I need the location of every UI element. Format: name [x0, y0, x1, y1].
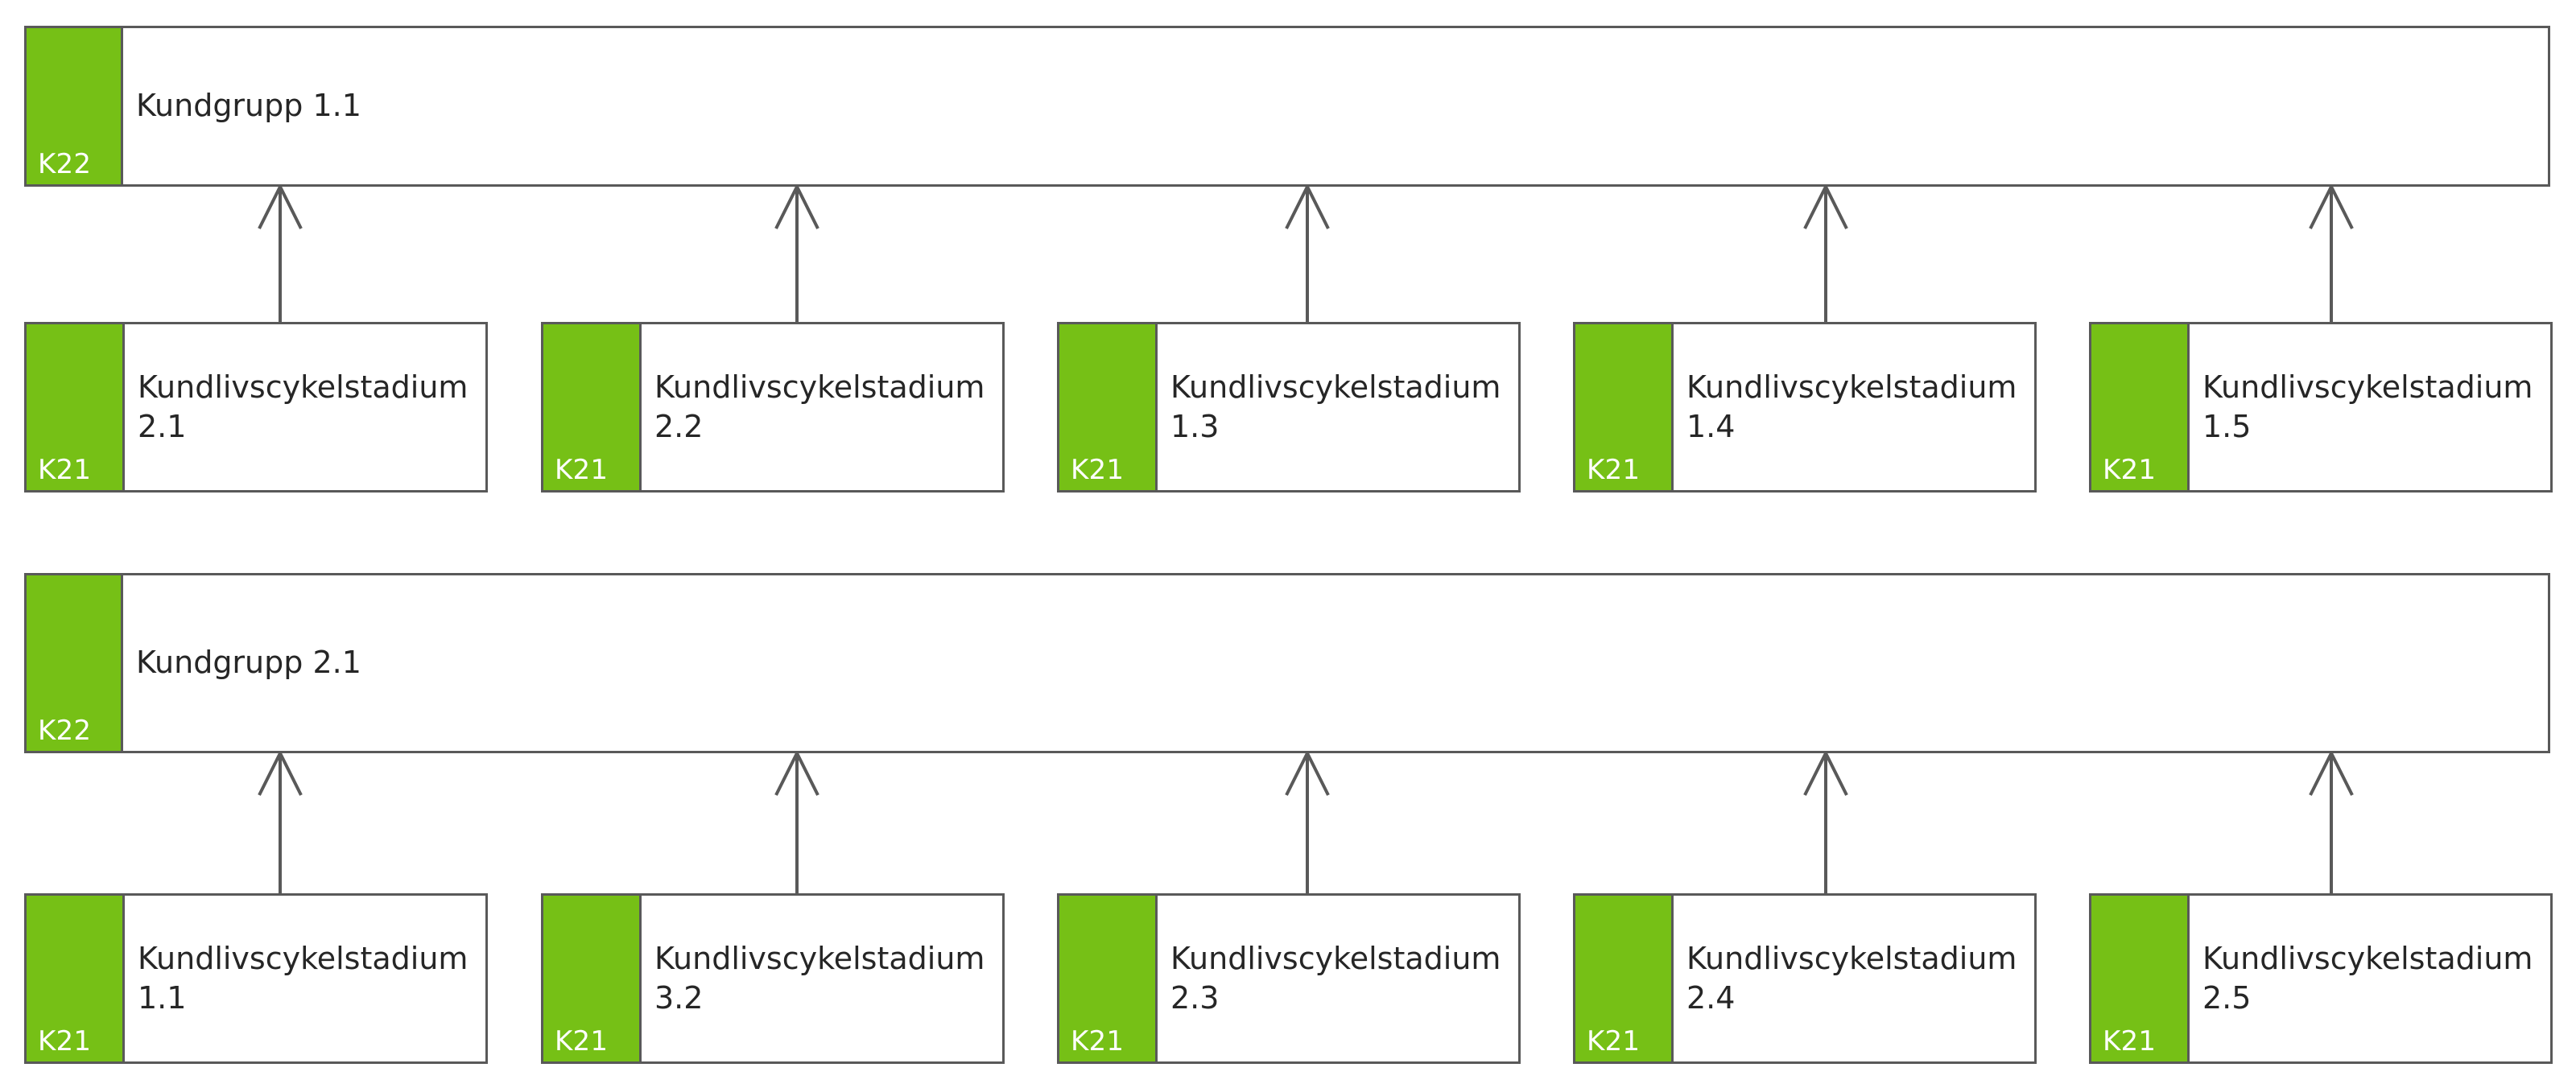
node-type-badge-label: K21: [38, 454, 92, 487]
node-type-badge-label: K21: [555, 1025, 609, 1058]
node-type-badge: K21: [27, 896, 125, 1061]
node-title: Kundlivscykelstadium 2.5: [2202, 940, 2533, 1016]
stage-node[interactable]: K21 Kundlivscykelstadium 2.1: [24, 322, 488, 493]
node-body: Kundlivscykelstadium 1.1: [125, 896, 485, 1061]
node-title: Kundlivscykelstadium 1.4: [1686, 369, 2017, 444]
node-type-badge: K22: [27, 28, 123, 184]
stage-node[interactable]: K21 Kundlivscykelstadium 1.3: [1057, 322, 1521, 493]
node-type-badge-label: K21: [1587, 454, 1641, 487]
aggregation-arrow: [2309, 749, 2354, 893]
node-body: Kundlivscykelstadium 1.5: [2190, 324, 2550, 490]
node-type-badge-label: K21: [1071, 454, 1125, 487]
node-type-badge: K21: [1059, 324, 1158, 490]
node-title: Kundlivscykelstadium 1.3: [1170, 369, 1501, 444]
aggregation-arrow: [258, 183, 303, 322]
node-body: Kundlivscykelstadium 3.2: [642, 896, 1002, 1061]
node-type-badge-label: K21: [38, 1025, 92, 1058]
node-body: Kundlivscykelstadium 2.5: [2190, 896, 2550, 1061]
node-body: Kundlivscykelstadium 1.3: [1158, 324, 1518, 490]
node-type-badge: K21: [27, 324, 125, 490]
aggregation-arrow: [258, 749, 303, 893]
node-body: Kundgrupp 2.1: [123, 575, 2548, 751]
group-node[interactable]: K22 Kundgrupp 1.1: [24, 26, 2550, 187]
arrow-head-icon: [1285, 749, 1330, 796]
stage-node[interactable]: K21 Kundlivscykelstadium 3.2: [541, 893, 1005, 1064]
node-body: Kundlivscykelstadium 1.4: [1674, 324, 2034, 490]
node-type-badge: K21: [1059, 896, 1158, 1061]
node-type-badge-label: K22: [38, 148, 92, 181]
node-type-badge-label: K21: [1071, 1025, 1125, 1058]
arrow-head-icon: [1285, 183, 1330, 229]
node-type-badge: K21: [543, 324, 642, 490]
node-type-badge: K21: [1575, 324, 1674, 490]
node-type-badge: K22: [27, 575, 123, 751]
arrow-head-icon: [1803, 749, 1848, 796]
node-title: Kundlivscykelstadium 3.2: [654, 940, 985, 1016]
arrow-head-icon: [2309, 749, 2354, 796]
aggregation-arrow: [1285, 183, 1330, 322]
node-title: Kundlivscykelstadium 2.4: [1686, 940, 2017, 1016]
arrow-head-icon: [2309, 183, 2354, 229]
node-title: Kundgrupp 2.1: [136, 645, 361, 681]
node-title: Kundgrupp 1.1: [136, 88, 361, 124]
node-type-badge: K21: [2091, 896, 2190, 1061]
stage-node[interactable]: K21 Kundlivscykelstadium 1.4: [1573, 322, 2037, 493]
node-title: Kundlivscykelstadium 1.5: [2202, 369, 2533, 444]
aggregation-arrow: [1803, 183, 1848, 322]
node-title: Kundlivscykelstadium 2.1: [138, 369, 469, 444]
stage-node[interactable]: K21 Kundlivscykelstadium 1.5: [2089, 322, 2553, 493]
node-title: Kundlivscykelstadium 1.1: [138, 940, 469, 1016]
node-body: Kundgrupp 1.1: [123, 28, 2548, 184]
node-body: Kundlivscykelstadium 2.4: [1674, 896, 2034, 1061]
node-body: Kundlivscykelstadium 2.1: [125, 324, 485, 490]
stage-node[interactable]: K21 Kundlivscykelstadium 2.5: [2089, 893, 2553, 1064]
node-type-badge-label: K21: [2103, 1025, 2157, 1058]
node-title: Kundlivscykelstadium 2.2: [654, 369, 985, 444]
aggregation-arrow: [1803, 749, 1848, 893]
arrow-head-icon: [774, 749, 819, 796]
node-type-badge-label: K22: [38, 715, 92, 748]
stage-node[interactable]: K21 Kundlivscykelstadium 2.2: [541, 322, 1005, 493]
node-body: Kundlivscykelstadium 2.3: [1158, 896, 1518, 1061]
aggregation-arrow: [2309, 183, 2354, 322]
aggregation-arrow: [774, 749, 819, 893]
node-type-badge: K21: [543, 896, 642, 1061]
arrow-head-icon: [774, 183, 819, 229]
node-type-badge: K21: [2091, 324, 2190, 490]
node-type-badge: K21: [1575, 896, 1674, 1061]
group-node[interactable]: K22 Kundgrupp 2.1: [24, 573, 2550, 753]
arrow-head-icon: [258, 183, 303, 229]
arrow-head-icon: [258, 749, 303, 796]
node-title: Kundlivscykelstadium 2.3: [1170, 940, 1501, 1016]
arrow-head-icon: [1803, 183, 1848, 229]
node-type-badge-label: K21: [2103, 454, 2157, 487]
stage-node[interactable]: K21 Kundlivscykelstadium 2.4: [1573, 893, 2037, 1064]
node-type-badge-label: K21: [1587, 1025, 1641, 1058]
node-type-badge-label: K21: [555, 454, 609, 487]
aggregation-arrow: [774, 183, 819, 322]
aggregation-arrow: [1285, 749, 1330, 893]
stage-node[interactable]: K21 Kundlivscykelstadium 1.1: [24, 893, 488, 1064]
node-body: Kundlivscykelstadium 2.2: [642, 324, 1002, 490]
stage-node[interactable]: K21 Kundlivscykelstadium 2.3: [1057, 893, 1521, 1064]
